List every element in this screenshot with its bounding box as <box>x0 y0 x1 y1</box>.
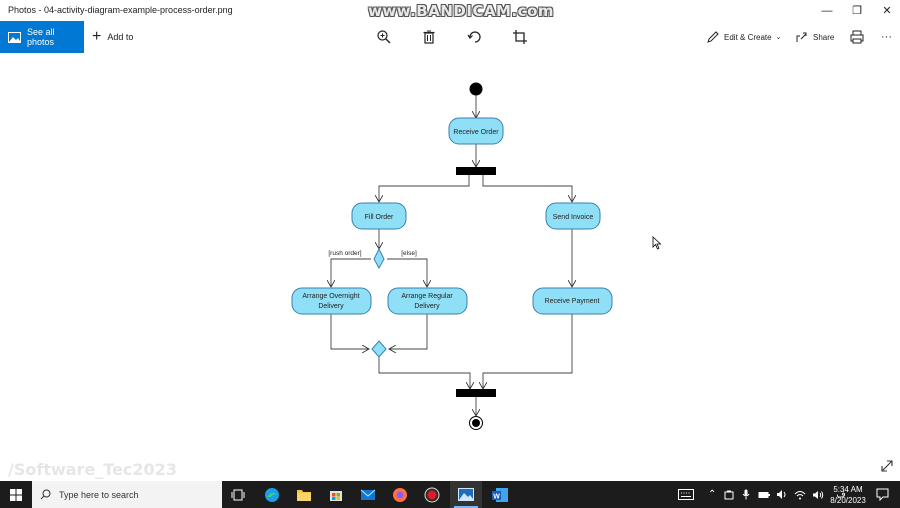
mouse-cursor-icon <box>652 236 662 250</box>
rotate-icon[interactable] <box>467 29 483 45</box>
search-placeholder: Type here to search <box>59 489 139 500</box>
send-invoice-label: Send Invoice <box>553 214 594 221</box>
photos-app[interactable] <box>450 481 482 508</box>
expand-icon[interactable] <box>880 459 894 473</box>
firefox-app[interactable] <box>384 481 416 508</box>
clock-date: 8/20/2023 <box>830 496 866 505</box>
guard-else: [else] <box>401 250 417 257</box>
crop-icon[interactable] <box>512 29 528 45</box>
image-viewer[interactable]: Receive Order Fill Order Send Invoice [r… <box>0 53 900 481</box>
taskbar-clock[interactable]: 5:34 AM 8/20/2023 <box>820 484 876 506</box>
store-icon <box>330 490 342 501</box>
firefox-icon <box>393 487 407 502</box>
minimize-button[interactable]: — <box>812 0 842 21</box>
overnight-label-2: Delivery <box>318 303 344 310</box>
final-node <box>469 416 483 430</box>
close-icon: ✕ <box>882 5 892 17</box>
edge-app[interactable] <box>256 481 288 508</box>
mail-icon <box>360 489 376 500</box>
see-all-photos-button[interactable]: See all photos <box>0 21 84 53</box>
edge-icon <box>265 487 279 502</box>
edit-create-button[interactable]: Edit & Create ⌄ <box>707 21 781 53</box>
initial-node <box>469 82 483 96</box>
receive-payment-label: Receive Payment <box>545 298 600 305</box>
fill-order-label: Fill Order <box>365 214 394 221</box>
photos-app-icon <box>458 488 474 501</box>
delete-icon[interactable] <box>421 29 437 45</box>
speaker-icon[interactable] <box>812 490 824 500</box>
action-receive-order: Receive Order <box>448 117 504 145</box>
task-view-icon <box>231 489 245 500</box>
task-view-button[interactable] <box>222 481 254 508</box>
record-icon <box>424 487 440 502</box>
receive-order-label: Receive Order <box>453 129 499 136</box>
bandicam-watermark: www.BANDICAM.com <box>368 2 555 20</box>
taskbar-search-box[interactable]: Type here to search <box>32 481 222 508</box>
chevron-down-icon: ⌄ <box>775 34 782 41</box>
action-receive-payment: Receive Payment <box>532 287 613 315</box>
app-toolbar: See all photos + Add to <box>0 21 900 53</box>
plus-icon: + <box>92 28 102 45</box>
camera-icon[interactable] <box>724 490 734 500</box>
maximize-button[interactable]: ❐ <box>842 0 872 21</box>
network-icon[interactable] <box>794 490 806 500</box>
title-bar[interactable]: Photos - 04-activity-diagram-example-pro… <box>0 0 900 21</box>
minimize-icon: — <box>821 4 833 17</box>
svg-text:W: W <box>493 493 500 500</box>
share-label: Share <box>813 32 835 42</box>
regular-label-1: Arrange Regular <box>401 293 453 300</box>
print-icon[interactable] <box>849 29 865 45</box>
folder-icon <box>297 489 311 501</box>
volume-icon[interactable] <box>776 489 788 500</box>
notifications-icon[interactable] <box>876 488 889 501</box>
windows-taskbar: Type here to search <box>0 481 900 508</box>
window-title: Photos - 04-activity-diagram-example-pro… <box>8 5 233 15</box>
action-arrange-overnight-delivery: Arrange Overnight Delivery <box>291 287 372 315</box>
file-explorer-app[interactable] <box>288 481 320 508</box>
windows-logo-icon <box>10 488 22 501</box>
add-to-button[interactable]: + Add to <box>92 21 133 53</box>
join-bar <box>456 389 496 397</box>
bandicam-app[interactable] <box>416 481 448 508</box>
microphone-icon[interactable] <box>742 489 750 500</box>
share-button[interactable]: Share <box>796 21 834 53</box>
zoom-icon[interactable] <box>376 29 392 45</box>
action-send-invoice: Send Invoice <box>545 202 601 230</box>
photos-icon <box>8 31 21 43</box>
word-icon: W <box>492 487 508 502</box>
start-button[interactable] <box>0 481 32 508</box>
regular-label-2: Delivery <box>414 303 440 310</box>
word-app[interactable]: W <box>484 481 516 508</box>
action-arrange-regular-delivery: Arrange Regular Delivery <box>387 287 468 315</box>
more-options-button[interactable]: ··· <box>881 21 892 53</box>
add-to-label: Add to <box>107 32 134 42</box>
store-app[interactable] <box>320 481 352 508</box>
action-fill-order: Fill Order <box>351 202 407 230</box>
guard-rush-order: [rush order] <box>328 250 361 257</box>
battery-icon[interactable] <box>758 491 771 499</box>
edit-create-label: Edit & Create <box>724 32 772 42</box>
channel-watermark: /Software_Tec2023 <box>8 460 177 479</box>
clock-time: 5:34 AM <box>833 485 863 494</box>
merge-node <box>371 340 387 358</box>
mail-app[interactable] <box>352 481 384 508</box>
share-icon <box>796 32 807 42</box>
chevron-up-icon[interactable]: ⌃ <box>708 489 717 500</box>
edit-icon <box>707 31 719 43</box>
system-tray: ⌃ <box>678 481 846 508</box>
more-icon: ··· <box>881 31 892 43</box>
keyboard-icon[interactable] <box>678 489 694 500</box>
search-icon <box>40 489 51 500</box>
input-language[interactable]: ف <box>836 489 846 499</box>
overnight-label-1: Arrange Overnight <box>302 293 359 300</box>
close-button[interactable]: ✕ <box>872 0 900 21</box>
see-all-photos-label: See all photos <box>26 27 55 47</box>
decision-node <box>373 247 385 270</box>
activity-diagram: Receive Order Fill Order Send Invoice [r… <box>291 82 613 430</box>
restore-icon: ❐ <box>852 5 862 17</box>
fork-bar <box>456 167 496 175</box>
